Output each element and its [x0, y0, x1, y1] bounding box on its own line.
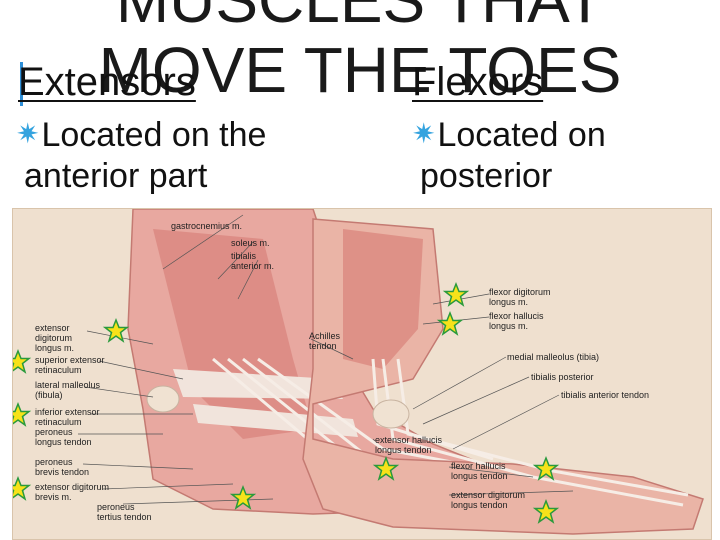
star-bullet-icon: ✷ [16, 118, 40, 149]
star-markers [13, 281, 560, 524]
flexors-bullet-line-1: Located on [437, 116, 606, 154]
label-tibialis-posterior: tibialis posterior [531, 372, 594, 382]
label-peroneus-tertius-tendon: peroneus tertius tendon [97, 502, 152, 522]
star-marker-icon [436, 310, 464, 336]
label-gastrocnemius: gastrocnemius m. [171, 221, 243, 231]
label-lateral-malleolus: lateral malleolus (fibula) [35, 380, 101, 400]
star-marker-icon [372, 455, 400, 481]
label-peroneus-brevis-tendon: peroneus brevis tendon [35, 457, 90, 477]
label-medial-malleolus: medial malleolus (tibia) [507, 352, 600, 362]
flexors-heading: Flexors [412, 60, 544, 104]
foot-anatomy-drawing [13, 209, 704, 535]
medial-malleolus-bone [372, 399, 410, 429]
star-marker-icon [13, 348, 32, 374]
label-achilles-tendon: Achilles tendon [309, 331, 341, 351]
extensors-bullet: ✷Located on the anterior part [16, 115, 266, 197]
label-extensor-digitorum-brevis: extensor digitorum brevis m. [35, 482, 110, 502]
star-marker-icon [13, 401, 32, 427]
label-peroneus-longus-tendon: peroneus longus tendon [35, 427, 92, 447]
slide-title-line-2: MOVE THE TOES [98, 34, 622, 106]
foot-muscles-illustration: gastrocnemius m. soleus m. tibialis ante… [12, 208, 712, 540]
extensors-bullet-line-2: anterior part [24, 156, 208, 195]
lateral-malleolus-bone [146, 385, 180, 413]
label-extensor-hallucis-longus-tendon: extensor hallucis longus tendon [375, 435, 443, 455]
label-inferior-extensor-retinaculum: inferior extensor retinaculum [35, 407, 100, 427]
star-marker-icon [532, 498, 560, 524]
star-marker-icon [229, 484, 257, 510]
accent-bar [20, 62, 23, 106]
label-superior-extensor-retinaculum: superior extensor retinaculum [35, 355, 105, 375]
label-tibialis-anterior: tibialis anterior m. [231, 251, 275, 271]
flexors-bullet-line-2: posterior [420, 156, 553, 195]
star-marker-icon [102, 317, 130, 343]
label-extensor-digitorum-longus-tendon: extensor digitorum longus tendon [451, 490, 526, 510]
star-marker-icon [13, 475, 32, 501]
label-extensor-digitorum-longus: extensor digitorum longus m. [35, 323, 75, 353]
extensors-bullet-line-1: Located on the [41, 116, 267, 154]
label-flexor-hallucis-longus: flexor hallucis longus m. [489, 311, 544, 331]
label-flexor-hallucis-longus-tendon: flexor hallucis longus tendon [451, 461, 508, 481]
extensors-heading: Extensors [18, 60, 196, 104]
label-soleus: soleus m. [231, 238, 270, 248]
inferior-retinaculum-band [193, 404, 358, 437]
slide-title-line-1: MUSCLES THAT [115, 0, 605, 36]
star-marker-icon [442, 281, 470, 307]
star-marker-icon [532, 455, 560, 481]
label-flexor-digitorum-longus: flexor digitorum longus m. [489, 287, 551, 307]
label-tibialis-anterior-tendon: tibialis anterior tendon [561, 390, 650, 400]
star-bullet-icon: ✷ [412, 118, 436, 149]
flexors-bullet: ✷Located on posterior [412, 115, 606, 197]
medial-muscle-shape [343, 229, 423, 369]
